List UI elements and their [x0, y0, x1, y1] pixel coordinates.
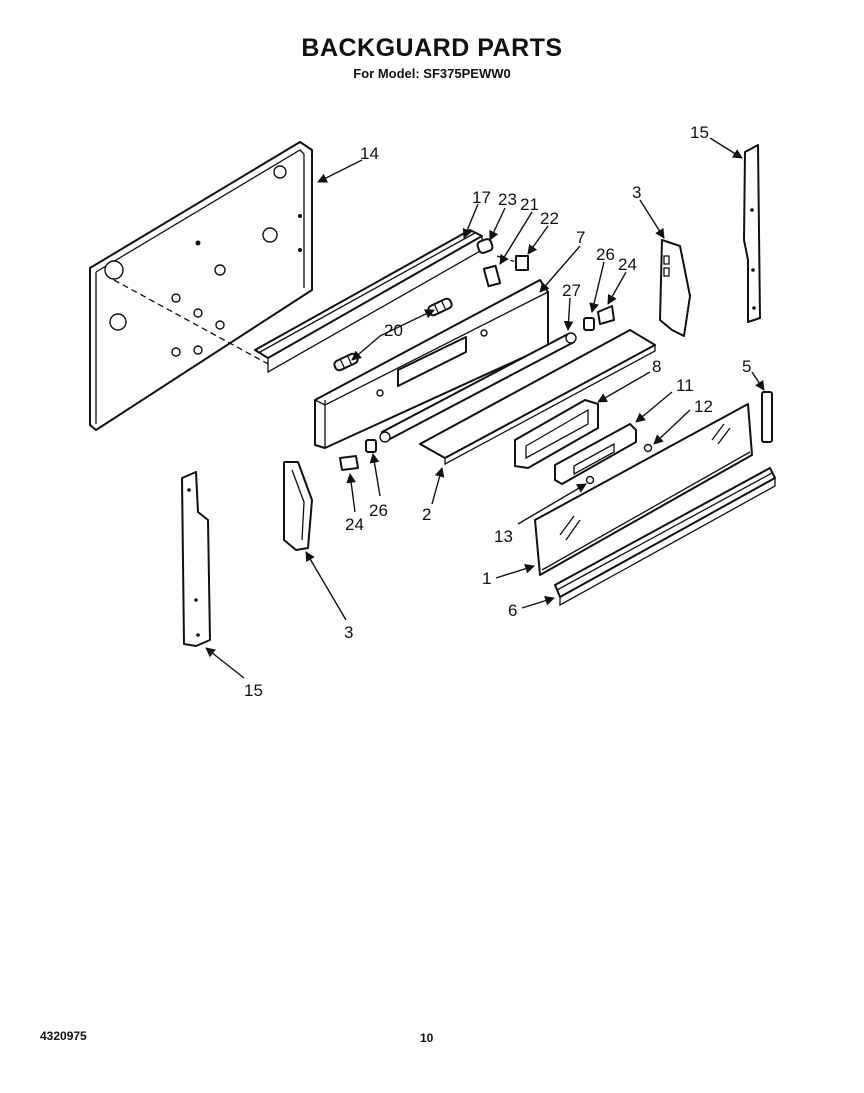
callout-7: 7: [576, 228, 585, 247]
part-24-cap-lower: [339, 455, 359, 471]
part-23-socket: [476, 238, 494, 254]
callout-labels: 14 17 23 21 22 7 26 24 27 3 15 20 8 11 1…: [244, 123, 751, 700]
part-3-side-trim-left: [283, 461, 313, 551]
callout-21: 21: [520, 195, 539, 214]
part-8-window-frame: [514, 399, 599, 469]
callout-26-upper: 26: [596, 245, 615, 264]
leader-lines: [205, 137, 765, 679]
part-2-deflector: [419, 329, 656, 466]
part-26-knob-lower: [365, 439, 377, 453]
part-11-window-bezel: [554, 423, 637, 485]
page-number: 10: [420, 1031, 434, 1045]
callout-15-lower: 15: [244, 681, 263, 700]
callout-26-lower: 26: [369, 501, 388, 520]
part-5-end-cap: [761, 391, 773, 443]
part-15-side-bracket-left: [181, 471, 211, 647]
callout-5: 5: [742, 357, 751, 376]
callout-27: 27: [562, 281, 581, 300]
part-27-light-tube: [379, 332, 577, 443]
part-6-trim-strip: [554, 467, 776, 607]
callout-3-upper: 3: [632, 183, 641, 202]
callout-8: 8: [652, 357, 661, 376]
callout-1: 1: [482, 569, 491, 588]
part-12-screw: [643, 443, 653, 453]
callout-22: 22: [540, 209, 559, 228]
part-1-glass: [534, 403, 753, 576]
callout-2: 2: [422, 505, 431, 524]
callout-13: 13: [494, 527, 513, 546]
callout-14: 14: [360, 144, 379, 163]
callout-6: 6: [508, 601, 517, 620]
callout-20: 20: [384, 321, 403, 340]
callout-12: 12: [694, 397, 713, 416]
callout-24-lower: 24: [345, 515, 364, 534]
callout-23: 23: [498, 190, 517, 209]
part-21-switch: [482, 264, 502, 288]
document-number: 4320975: [40, 1029, 87, 1043]
part-26-knob-upper: [583, 317, 595, 331]
callout-11: 11: [676, 376, 694, 395]
part-3-side-trim-right: [659, 239, 691, 337]
part-14-rear-panel: [89, 141, 313, 431]
part-13-screw: [585, 475, 595, 485]
page-title: BACKGUARD PARTS: [301, 34, 563, 62]
callout-3-lower: 3: [344, 623, 353, 642]
callout-17: 17: [472, 188, 491, 207]
part-24-cap-upper: [597, 305, 615, 325]
callout-15-upper: 15: [690, 123, 709, 142]
part-22-clip: [496, 255, 529, 271]
part-15-side-bracket-right: [743, 144, 761, 323]
callout-24-upper: 24: [618, 255, 637, 274]
model-line: For Model: SF375PEWW0: [353, 66, 511, 81]
